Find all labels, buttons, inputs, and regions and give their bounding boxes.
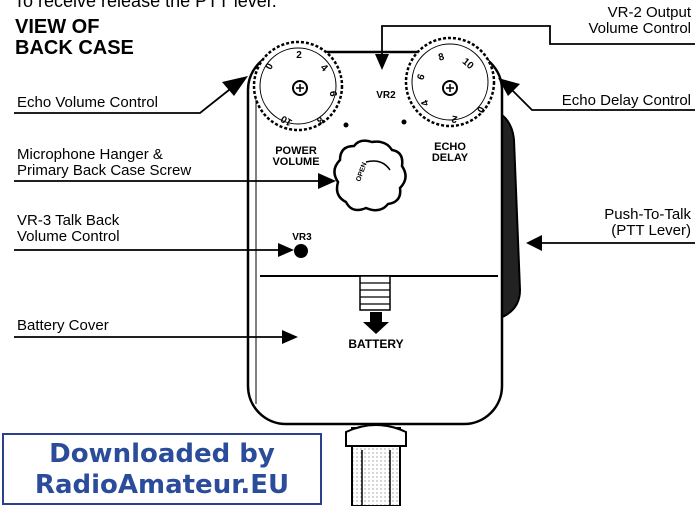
- arrowhead-icon: [375, 54, 389, 70]
- right-knob-tick: 6: [416, 72, 428, 81]
- arrowhead-icon: [318, 173, 336, 189]
- arrowhead-icon: [222, 76, 248, 96]
- label-battery-cover: Battery Cover: [17, 317, 109, 334]
- battery-label: BATTERY: [348, 337, 403, 351]
- right-knob-tick: 0: [474, 104, 487, 115]
- case-body: [246, 50, 504, 426]
- vr2-label: VR2: [376, 90, 396, 101]
- arrowhead-icon: [526, 235, 542, 251]
- battery-grip: [359, 275, 391, 311]
- echo-delay-label-1: ECHO: [434, 141, 466, 153]
- label-ptt-line-1: Push-To-Talk: [604, 206, 691, 223]
- label-ptt-line-2: (PTT Lever): [611, 222, 691, 239]
- left-knob-tick: 6: [327, 91, 338, 98]
- power-volume-indicator-dot: [343, 122, 349, 128]
- top-instruction-text: To receive release the PTT lever.: [14, 0, 277, 11]
- battery-arrow-icon: [363, 312, 389, 334]
- label-ptt: Push-To-Talk (PTT Lever): [604, 207, 691, 239]
- mic-hanger-screw: OPEN: [333, 139, 407, 212]
- echo-delay-indicator-dot: [401, 119, 407, 125]
- power-volume-knob: [252, 40, 344, 132]
- label-vr3: VR-3 Talk Back Volume Control: [17, 213, 120, 245]
- watermark-line-2: RadioAmateur.EU: [34, 470, 290, 500]
- right-knob-tick: 4: [419, 98, 431, 107]
- left-knob-tick: 0: [264, 61, 277, 72]
- power-volume-label-2: VOLUME: [272, 156, 319, 168]
- leader-vr2: [381, 25, 695, 60]
- label-echo-volume-control: Echo Volume Control: [17, 94, 158, 111]
- left-knob-tick: 2: [296, 50, 302, 61]
- title-line-1: VIEW OF: [15, 16, 100, 38]
- label-vr3-line-2: Volume Control: [17, 228, 120, 245]
- echo-delay-knob: [404, 36, 496, 128]
- right-knob-tick: 8: [437, 51, 446, 63]
- label-mic-hanger-line-1: Microphone Hanger &: [17, 146, 163, 163]
- vr3-control: [294, 244, 308, 258]
- right-knob-tick: 2: [450, 112, 458, 124]
- label-mic-hanger: Microphone Hanger & Primary Back Case Sc…: [17, 147, 191, 179]
- arrowhead-icon: [278, 243, 294, 257]
- arrowhead-icon: [498, 78, 520, 96]
- leader-echo-volume: [14, 85, 235, 114]
- label-vr2: VR-2 Output Volume Control: [588, 5, 691, 37]
- left-knob-tick: 10: [279, 112, 295, 127]
- watermark-line-1: Downloaded by: [49, 439, 275, 469]
- label-echo-delay-control: Echo Delay Control: [561, 92, 691, 109]
- label-vr2-line-2: Volume Control: [588, 20, 691, 37]
- watermark-box: Downloaded by RadioAmateur.EU: [2, 433, 322, 505]
- label-vr2-line-1: VR-2 Output: [607, 4, 691, 21]
- vr3-label: VR3: [292, 232, 312, 243]
- title-line-2: BACK CASE: [15, 37, 134, 59]
- arrowhead-icon: [282, 330, 298, 344]
- figure-title: VIEW OF BACK CASE: [15, 17, 134, 59]
- cable: [345, 424, 407, 506]
- label-vr3-line-1: VR-3 Talk Back: [17, 212, 120, 229]
- leader-echo-delay: [507, 85, 695, 111]
- power-volume-label-1: POWER: [275, 145, 317, 157]
- label-mic-hanger-line-2: Primary Back Case Screw: [17, 162, 192, 179]
- echo-delay-label-2: DELAY: [432, 152, 469, 164]
